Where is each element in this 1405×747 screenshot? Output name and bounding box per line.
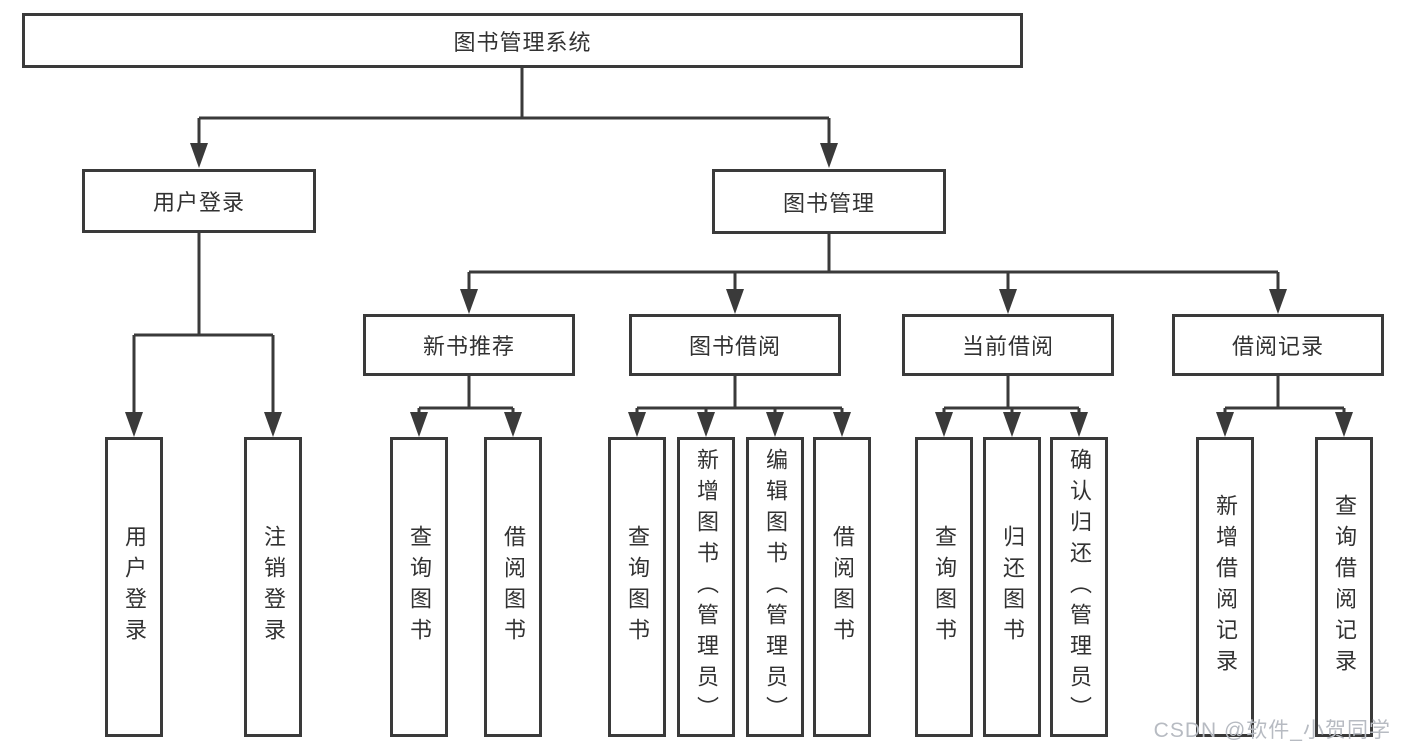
- leaf-return-books: 归还图书: [983, 437, 1041, 737]
- leaf-add-borrow-record: 新增借阅记录: [1196, 437, 1254, 737]
- arrow-head: [1269, 289, 1287, 314]
- node-label: 归还图书: [1000, 525, 1025, 649]
- node-label: 查询图书: [625, 525, 650, 649]
- leaf-query-books-recommend: 查询图书: [390, 437, 448, 737]
- node-label: 图书借阅: [688, 334, 781, 359]
- arrow-head: [833, 412, 851, 437]
- node-label: 当前借阅: [961, 334, 1054, 359]
- connector-lines: [132, 68, 1346, 417]
- node-user-login: 用户登录: [82, 169, 316, 233]
- node-label: 用户登录: [152, 190, 245, 215]
- node-label: 借阅图书: [501, 525, 526, 649]
- arrow-head: [1216, 412, 1234, 437]
- node-label: 注销登录: [261, 525, 286, 649]
- arrow-head: [410, 412, 428, 437]
- node-label: 新增借阅记录: [1213, 494, 1238, 680]
- connector-records-to-leaves: [1223, 376, 1346, 417]
- connector-borrowing-to-leaves: [635, 376, 844, 417]
- arrowheads: [125, 143, 1353, 437]
- node-label: 编辑图书（管理员）: [763, 447, 788, 727]
- connector-current-to-leaves: [942, 376, 1081, 417]
- arrow-head: [1335, 412, 1353, 437]
- arrow-head: [1003, 412, 1021, 437]
- node-book-borrowing: 图书借阅: [629, 314, 841, 376]
- node-root: 图书管理系统: [22, 13, 1023, 68]
- leaf-confirm-return-admin: 确认归还（管理员）: [1050, 437, 1108, 737]
- arrow-head: [935, 412, 953, 437]
- node-new-book-recommendation: 新书推荐: [363, 314, 575, 376]
- arrow-head: [697, 412, 715, 437]
- node-label: 图书管理: [782, 190, 875, 216]
- node-label: 查询借阅记录: [1332, 494, 1357, 680]
- node-book-management: 图书管理: [712, 169, 946, 234]
- node-label: 新增图书（管理员）: [694, 447, 719, 727]
- node-current-borrowing: 当前借阅: [902, 314, 1114, 376]
- arrow-head: [820, 143, 838, 168]
- arrow-head: [1070, 412, 1088, 437]
- leaf-query-books-current: 查询图书: [915, 437, 973, 737]
- node-label: 确认归还（管理员）: [1067, 447, 1092, 727]
- connector-recommend-to-leaves: [417, 376, 515, 417]
- leaf-logout-login: 注销登录: [244, 437, 302, 737]
- node-label: 查询图书: [932, 525, 957, 649]
- arrow-head: [264, 412, 282, 437]
- leaf-borrow-books-recommend: 借阅图书: [484, 437, 542, 737]
- connector-bookmgmt-to-level3: [467, 234, 1280, 293]
- csdn-watermark: CSDN @软件_小贺同学: [1153, 719, 1391, 742]
- leaf-query-books-borrowing: 查询图书: [608, 437, 666, 737]
- arrow-head: [460, 289, 478, 314]
- arrow-head: [766, 412, 784, 437]
- leaf-user-login: 用户登录: [105, 437, 163, 737]
- node-borrowing-records: 借阅记录: [1172, 314, 1384, 376]
- node-label: 用户登录: [122, 525, 147, 649]
- node-label: 查询图书: [407, 525, 432, 649]
- node-label: 图书管理系统: [453, 29, 592, 55]
- node-label: 新书推荐: [422, 334, 515, 359]
- arrow-head: [726, 289, 744, 314]
- leaf-borrow-books-borrowing: 借阅图书: [813, 437, 871, 737]
- leaf-add-books-admin: 新增图书（管理员）: [677, 437, 735, 737]
- arrow-head: [125, 412, 143, 437]
- leaf-query-borrow-record: 查询借阅记录: [1315, 437, 1373, 737]
- leaf-edit-books-admin: 编辑图书（管理员）: [746, 437, 804, 737]
- arrow-head: [999, 289, 1017, 314]
- node-label: 借阅图书: [830, 525, 855, 649]
- arrow-head: [504, 412, 522, 437]
- connector-root-to-level2: [197, 68, 831, 147]
- node-label: 借阅记录: [1231, 334, 1324, 359]
- arrow-head: [628, 412, 646, 437]
- connector-userlogin-to-leaves: [132, 233, 275, 416]
- arrow-head: [190, 143, 208, 168]
